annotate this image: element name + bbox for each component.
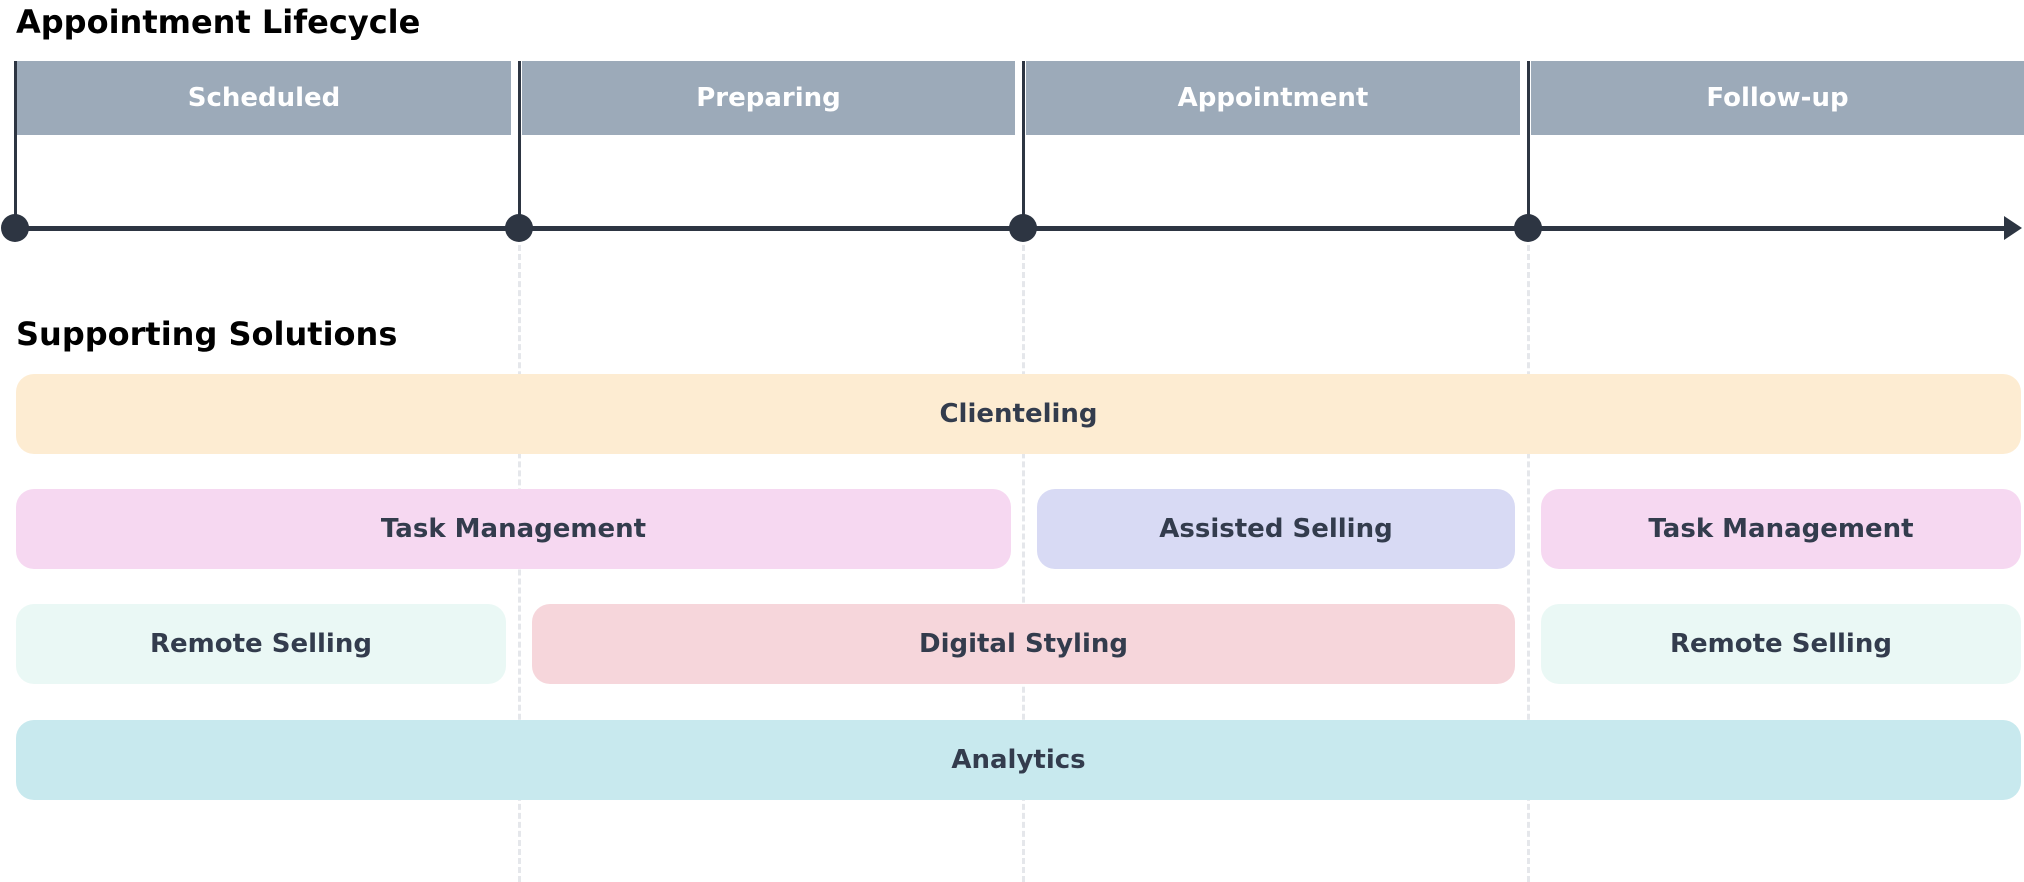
- solution-bar-assisted-selling: Assisted Selling: [1037, 489, 1515, 569]
- stage-header-scheduled: Scheduled: [17, 61, 511, 135]
- milestone-dot: [505, 214, 533, 242]
- stage-tick: [1527, 61, 1530, 229]
- solution-bar-clienteling: Clienteling: [16, 374, 2021, 454]
- solution-bar-analytics: Analytics: [16, 720, 2021, 800]
- stage-tick: [14, 61, 17, 229]
- stage-divider-guide: [1022, 236, 1025, 882]
- solution-bar-remote-selling: Remote Selling: [1541, 604, 2021, 684]
- timeline-arrowhead: [2004, 216, 2022, 240]
- lifecycle-title: Appointment Lifecycle: [16, 3, 421, 41]
- milestone-dot: [1514, 214, 1542, 242]
- stage-header-follow-up: Follow-up: [1531, 61, 2024, 135]
- solution-bar-digital-styling: Digital Styling: [532, 604, 1515, 684]
- solution-bar-task-management: Task Management: [1541, 489, 2021, 569]
- stage-header-appointment: Appointment: [1026, 61, 1520, 135]
- stage-divider-guide: [1527, 236, 1530, 882]
- solution-bar-remote-selling: Remote Selling: [16, 604, 506, 684]
- stage-header-preparing: Preparing: [522, 61, 1015, 135]
- stage-tick: [1022, 61, 1025, 229]
- solution-bar-task-management: Task Management: [16, 489, 1011, 569]
- milestone-dot: [1, 214, 29, 242]
- milestone-dot: [1009, 214, 1037, 242]
- stage-tick: [518, 61, 521, 229]
- solutions-title: Supporting Solutions: [16, 315, 398, 353]
